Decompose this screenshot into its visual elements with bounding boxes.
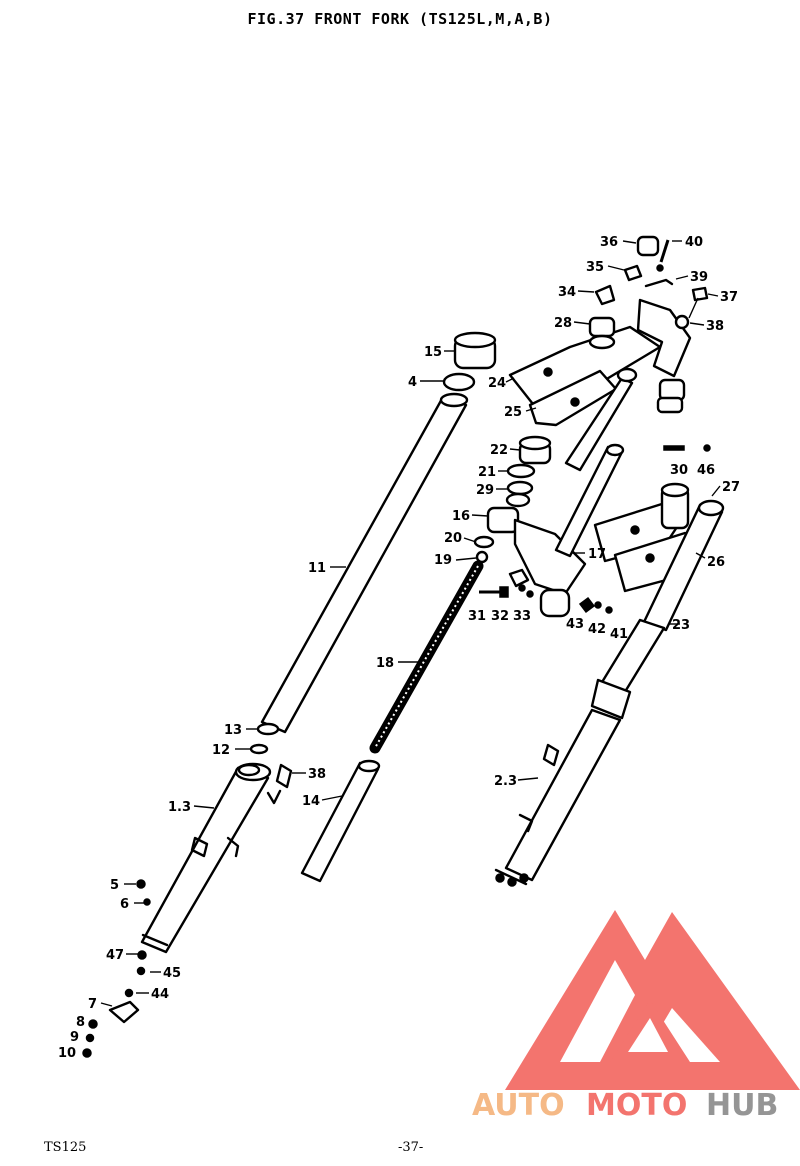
watermark-moto: MOTO — [586, 1088, 687, 1123]
label-30: 30 — [670, 463, 688, 478]
washer-9 — [85, 1033, 95, 1043]
label-15: 15 — [424, 345, 442, 360]
label-44: 44 — [151, 987, 169, 1002]
label-37: 37 — [720, 290, 738, 305]
left-ring-12 — [249, 743, 269, 755]
label-41: 41 — [610, 627, 628, 642]
spacer-tube — [300, 759, 381, 883]
left-outer-tube — [140, 762, 272, 954]
label-46: 46 — [697, 463, 715, 478]
label-45: 45 — [163, 966, 181, 981]
seat-20 — [473, 535, 495, 549]
label-4: 4 — [408, 375, 417, 390]
footer-model: TS125 — [44, 1140, 87, 1155]
label-5: 5 — [110, 878, 119, 893]
label-6: 6 — [120, 897, 129, 912]
label-1: 1.3 — [168, 800, 191, 815]
washer-32 — [518, 584, 526, 592]
watermark-auto: AUTO — [472, 1088, 565, 1123]
watermark-hub: HUB — [706, 1088, 778, 1123]
part-42 — [594, 601, 602, 609]
label-26: 26 — [707, 555, 725, 570]
label-29: 29 — [476, 483, 494, 498]
label-38-lower: 38 — [308, 767, 326, 782]
leader-lines — [100, 240, 721, 1007]
label-40: 40 — [685, 235, 703, 250]
footer-page-number: -37- — [398, 1140, 424, 1155]
right-fork-bracket — [593, 444, 725, 632]
left-ring-13 — [256, 722, 280, 736]
label-17: 17 — [588, 547, 606, 562]
handlebar-holders — [588, 235, 692, 414]
label-32: 32 — [491, 609, 509, 624]
label-28: 28 — [554, 316, 572, 331]
upper-bracket — [508, 325, 662, 472]
axle-holder-7 — [108, 1000, 140, 1024]
label-16: 16 — [452, 509, 470, 524]
part-41 — [605, 606, 613, 614]
label-9: 9 — [70, 1030, 79, 1045]
stem-nuts — [486, 435, 552, 534]
label-31: 31 — [468, 609, 486, 624]
left-cap-bolt — [453, 331, 497, 370]
label-42: 42 — [588, 622, 606, 637]
label-14: 14 — [302, 794, 320, 809]
washer-8 — [88, 1019, 98, 1029]
lower-bracket-stem — [508, 443, 625, 618]
label-13: 13 — [224, 723, 242, 738]
left-inner-tube — [260, 392, 469, 734]
label-21: 21 — [478, 465, 496, 480]
right-outer-tube — [494, 678, 632, 887]
part-labels: 36 40 35 39 34 37 28 38 15 4 24 25 22 21… — [58, 235, 740, 1061]
nut-33 — [526, 590, 534, 598]
fork-spring — [369, 560, 484, 754]
label-18: 18 — [376, 656, 394, 671]
label-43: 43 — [566, 617, 584, 632]
watermark-logo: AUTO MOTO HUB — [472, 910, 800, 1123]
figure-title: FIG.37 FRONT FORK (TS125L,M,A,B) — [247, 10, 553, 28]
label-25: 25 — [504, 405, 522, 420]
label-12: 12 — [212, 743, 230, 758]
label-8: 8 — [76, 1015, 85, 1030]
label-22: 22 — [490, 443, 508, 458]
label-34: 34 — [558, 285, 576, 300]
label-19: 19 — [434, 553, 452, 568]
left-v-clip — [266, 789, 282, 805]
left-seal-38 — [275, 763, 293, 789]
nut-10 — [82, 1048, 92, 1058]
label-11: 11 — [308, 561, 326, 576]
label-38-upper: 38 — [706, 319, 724, 334]
label-35: 35 — [586, 260, 604, 275]
label-10: 10 — [58, 1046, 76, 1061]
part-43 — [578, 596, 596, 614]
left-o-ring — [442, 372, 476, 392]
small-bolts-upper — [644, 239, 709, 330]
spacer-19 — [475, 550, 489, 564]
washer-44 — [124, 988, 134, 998]
label-23: 23 — [672, 618, 690, 633]
label-20: 20 — [444, 531, 462, 546]
washer-6 — [143, 898, 151, 906]
label-36: 36 — [600, 235, 618, 250]
bolt-31 — [479, 586, 509, 598]
label-39: 39 — [690, 270, 708, 285]
label-33: 33 — [513, 609, 531, 624]
drain-47 — [137, 950, 147, 960]
label-27: 27 — [722, 480, 740, 495]
label-2: 2.3 — [494, 774, 517, 789]
label-7: 7 — [88, 997, 97, 1012]
label-47: 47 — [106, 948, 124, 963]
bolt-5 — [136, 879, 146, 889]
label-24: 24 — [488, 376, 506, 391]
bolt-45 — [136, 966, 146, 976]
